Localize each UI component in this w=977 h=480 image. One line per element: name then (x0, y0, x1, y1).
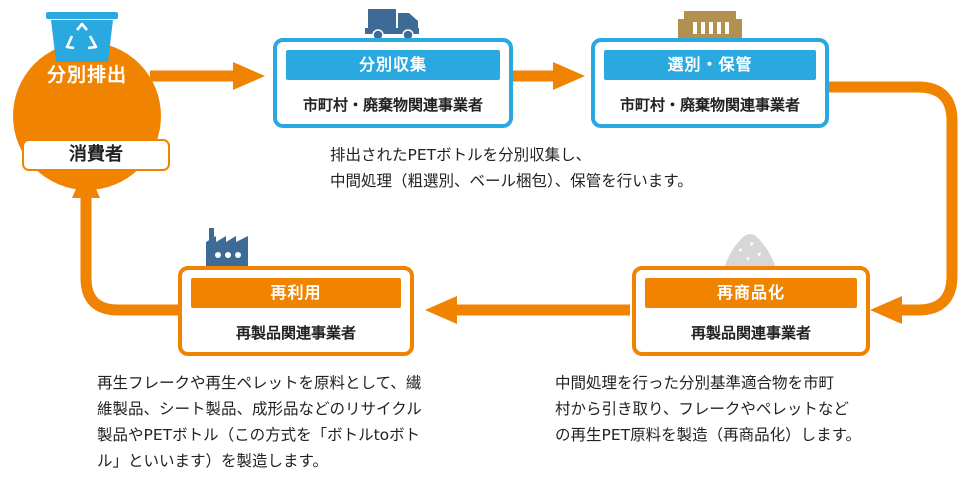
step-recommodification: 再商品化 再製品関連事業者 (632, 266, 870, 356)
step-recommodification-title: 再商品化 (645, 278, 857, 308)
step-collection-title: 分別収集 (286, 50, 500, 80)
collection-description: 排出されたPETボトルを分別収集し、 中間処理（粗選別、ベール梱包）、保管を行い… (330, 142, 693, 194)
warehouse-icon (678, 11, 742, 39)
consumer-title: 分別排出 (46, 64, 127, 86)
reuse-description: 再生フレークや再生ペレットを原料として、繊 維製品、シート製品、成形品などのリサ… (97, 370, 422, 474)
step-reuse: 再利用 再製品関連事業者 (178, 266, 414, 356)
arrow-recommodification-to-reuse (425, 296, 630, 324)
truck-icon (365, 9, 419, 41)
collection-description-line: 排出されたPETボトルを分別収集し、 (330, 146, 592, 164)
step-reuse-sub: 再製品関連事業者 (235, 324, 356, 342)
flake-pile-icon (724, 234, 776, 268)
step-sorting-sub: 市町村・廃棄物関連事業者 (619, 96, 800, 114)
reuse-description-line: ル」といいます）を製造します。 (97, 452, 328, 470)
step-sorting-title: 選別・保管 (604, 50, 816, 80)
consumer-node: 分別排出 消費者 (13, 42, 170, 190)
arrow-sorting-to-recommodification (828, 81, 958, 324)
step-reuse-title: 再利用 (191, 278, 401, 308)
consumer-label: 消費者 (22, 139, 170, 171)
recommodification-description: 中間処理を行った分別基準適合物を市町 村から引き取り、フレークやペレットなど の… (555, 370, 861, 448)
recycle-bin-icon (46, 12, 118, 62)
step-collection: 分別収集 市町村・廃棄物関連事業者 (273, 38, 513, 128)
collection-description-line: 中間処理（粗選別、ベール梱包）、保管を行います。 (330, 172, 693, 190)
recommodification-description-line: 村から引き取り、フレークやペレットなど (555, 400, 849, 418)
reuse-description-line: 製品やPETボトル（この方式を「ボトルtoボト (97, 426, 421, 444)
recommodification-description-line: の再生PET原料を製造（再商品化）します。 (555, 426, 862, 444)
reuse-description-line: 維製品、シート製品、成形品などのリサイクル (97, 400, 422, 418)
step-recommodification-sub: 再製品関連事業者 (690, 324, 811, 342)
factory-icon (206, 228, 248, 268)
reuse-description-line: 再生フレークや再生ペレットを原料として、繊 (97, 374, 422, 392)
step-sorting: 選別・保管 市町村・廃棄物関連事業者 (591, 38, 829, 128)
arrow-consumer-to-collection (150, 62, 265, 90)
arrow-collection-to-sorting (512, 62, 585, 90)
recommodification-description-line: 中間処理を行った分別基準適合物を市町 (555, 374, 835, 392)
step-collection-sub: 市町村・廃棄物関連事業者 (302, 96, 483, 114)
